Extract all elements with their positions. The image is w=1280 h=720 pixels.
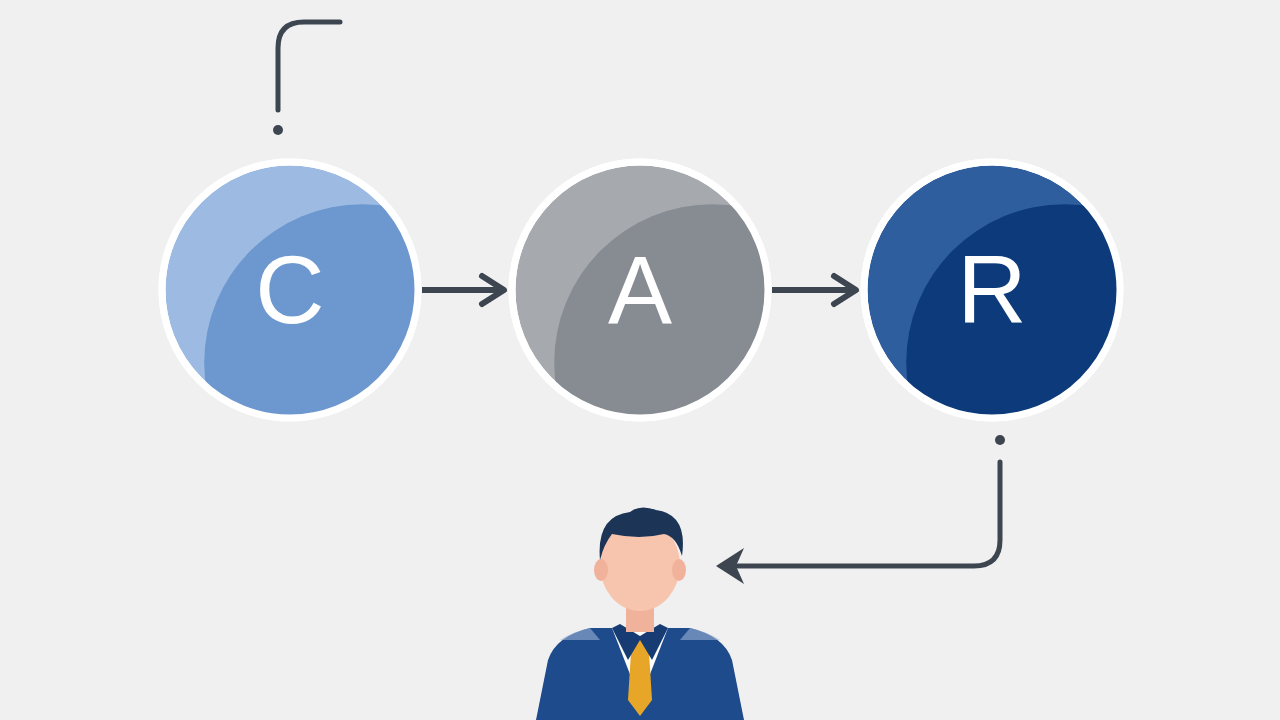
return-line [738, 462, 1000, 566]
bracket-line [278, 22, 340, 110]
step-circle: A [508, 158, 772, 422]
return-arrowhead [716, 548, 744, 584]
bracket-dot [273, 125, 283, 135]
return-dot [995, 435, 1005, 445]
person-illustration [536, 507, 744, 720]
step-letter: R [957, 242, 1026, 338]
flow-arrow [422, 276, 504, 304]
step-circle: C [158, 158, 422, 422]
step-circle: R [860, 158, 1124, 422]
step-letter: A [608, 242, 672, 338]
step-letter: C [255, 242, 324, 338]
flow-arrow [772, 276, 856, 304]
